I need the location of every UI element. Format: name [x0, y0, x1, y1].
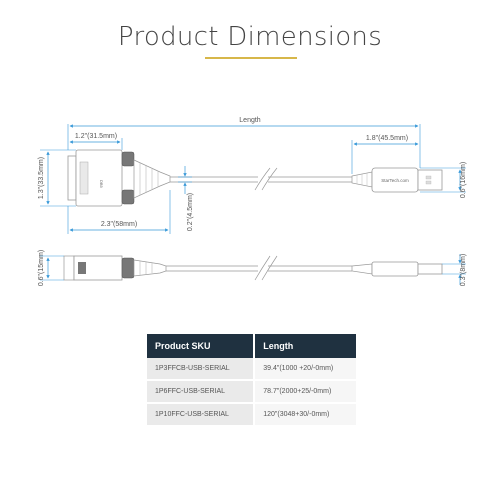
length-label: Length: [239, 117, 261, 124]
title-accent-bar: [205, 57, 297, 59]
db9-label: DB9: [99, 180, 104, 189]
sku-table: Product SKU Length 1P3FFCB-USB-SERIAL 39…: [147, 334, 356, 425]
db9-depth-label: 2.3"(58mm): [101, 221, 137, 228]
dim-db9-side-height: 0.6"(15mm): [38, 250, 64, 286]
cable-diameter-label: 0.2"(4.5mm): [187, 193, 194, 231]
dim-length: Length: [67, 117, 421, 168]
db9-connector-top: DB9: [67, 149, 171, 207]
usb-connector-side: [351, 261, 443, 277]
db9-side-height-label: 0.6"(15mm): [38, 250, 45, 286]
db9-connector-side: [63, 255, 167, 281]
dim-usb-side-height: 0.3"(8mm): [442, 254, 467, 286]
sku-cell: 1P6FFC-USB-SERIAL: [147, 379, 255, 403]
table-row: 1P10FFC-USB-SERIAL 120"(3048+30/-0mm): [147, 402, 356, 425]
dim-cable-diameter: 0.2"(4.5mm): [178, 166, 194, 231]
header-length: Length: [253, 334, 356, 358]
sku-cell: 1P10FFC-USB-SERIAL: [147, 402, 255, 425]
page-title: Product Dimensions: [117, 22, 383, 52]
table-row: 1P6FFC-USB-SERIAL 78.7"(2000+25/-0mm): [147, 379, 356, 403]
sku-table-header: Product SKU Length: [147, 334, 356, 358]
cable-top: [170, 167, 352, 191]
length-cell: 39.4"(1000 +20/-0mm): [253, 358, 356, 380]
usb-connector-top: StarTech.com: [351, 167, 443, 193]
top-view: DB9 StarTech.com: [38, 117, 467, 234]
db9-width-label: 1.2"(31.5mm): [75, 133, 117, 140]
length-cell: 78.7"(2000+25/-0mm): [253, 379, 356, 403]
dim-db9-width: 1.2"(31.5mm): [69, 133, 123, 150]
usb-height-label: 0.6"(16mm): [460, 162, 467, 198]
cable-side: [166, 255, 352, 281]
table-row: 1P3FFCB-USB-SERIAL 39.4"(1000 +20/-0mm): [147, 358, 356, 380]
length-cell: 120"(3048+30/-0mm): [253, 402, 356, 425]
dim-usb-length: 1.8"(45.5mm): [351, 135, 419, 174]
header-product-sku: Product SKU: [147, 334, 255, 358]
sku-cell: 1P3FFCB-USB-SERIAL: [147, 358, 255, 380]
usb-side-height-label: 0.3"(8mm): [460, 254, 467, 286]
dim-usb-height: 0.6"(16mm): [420, 162, 467, 198]
usb-brand-label: StarTech.com: [381, 178, 409, 183]
dim-db9-height: 1.3"(33.5mm): [38, 149, 76, 207]
db9-height-label: 1.3"(33.5mm): [38, 157, 45, 199]
dim-db9-depth: 2.3"(58mm): [67, 190, 171, 234]
side-view: 0.6"(15mm) 0.3"(8mm): [38, 250, 467, 286]
usb-length-label: 1.8"(45.5mm): [366, 135, 408, 142]
